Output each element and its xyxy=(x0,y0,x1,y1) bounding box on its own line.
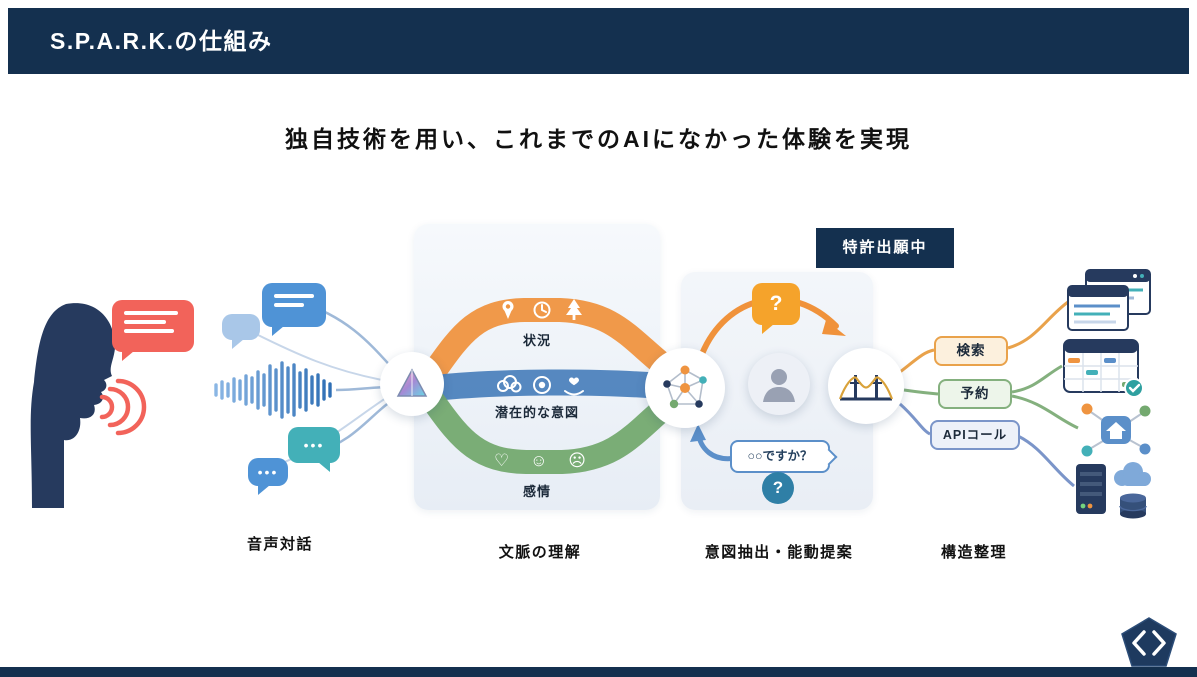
chat-bubble-icon xyxy=(262,283,326,336)
reserve-action-chip: 予約 xyxy=(938,379,1012,409)
band-label-emotion: 感情 xyxy=(522,484,551,499)
smiley-icon: ☺ xyxy=(530,451,548,470)
band-label-situation: 状況 xyxy=(522,333,551,348)
person-silhouette-icon xyxy=(30,303,116,508)
tree-icon xyxy=(566,299,582,320)
stage-label-structure: 構造整理 xyxy=(940,544,1007,561)
emotion-icons: ♡ ☺ ☹ xyxy=(494,449,586,473)
footer-bar xyxy=(0,667,1197,677)
thought-cloud-icon xyxy=(497,375,522,393)
prism-icon xyxy=(396,368,428,397)
bridge-icon xyxy=(838,375,894,401)
avatar xyxy=(748,353,810,415)
stage-label-context: 文脈の理解 xyxy=(498,544,582,561)
slide-subtitle: 独自技術を用い、これまでのAIになかった体験を実現 xyxy=(285,126,912,152)
small-dots-bubble-icon: ••• xyxy=(248,458,288,495)
question-bubble-icon: ? xyxy=(752,283,800,334)
question-mark-circle-icon: ? xyxy=(762,472,794,504)
server-cloud-database-icon xyxy=(1076,462,1151,519)
api-call-action-chip: APIコール xyxy=(930,420,1020,450)
waveform-icon xyxy=(214,361,332,419)
heart-icon: ♡ xyxy=(494,451,510,470)
proposal-question-bubble: ○○ですか？ xyxy=(730,440,830,473)
speech-lines xyxy=(112,300,194,344)
network-node xyxy=(645,348,725,428)
cloud-icon xyxy=(1114,462,1151,486)
network-graph-icon xyxy=(663,365,707,409)
intent-icons xyxy=(497,375,584,396)
page-title: S.P.A.R.K.の仕組み xyxy=(50,28,273,54)
sound-waves-icon xyxy=(99,378,147,436)
target-icon xyxy=(533,376,551,394)
band-label-intent: 潜在的な意図 xyxy=(494,405,579,420)
user-avatar-icon xyxy=(763,369,795,402)
situation-icons xyxy=(502,299,582,320)
stage-label-proposal: 意図抽出・能動提案 xyxy=(704,544,854,561)
patent-pending-badge: 特許出願中 xyxy=(816,228,954,268)
map-pin-icon xyxy=(502,301,514,319)
company-logo-icon xyxy=(1121,617,1177,667)
search-action-chip: 検索 xyxy=(934,336,1008,366)
bridge-node xyxy=(828,348,904,424)
small-chat-bubble-icon xyxy=(222,314,260,349)
sad-face-icon: ☹ xyxy=(568,451,586,470)
dots-bubble-icon: ••• xyxy=(288,427,340,472)
header-bar: S.P.A.R.K.の仕組み xyxy=(8,8,1189,74)
hand-heart-icon xyxy=(564,377,584,396)
browser-windows-icon xyxy=(1067,269,1151,331)
database-icon xyxy=(1119,493,1147,519)
stage-label-voice: 音声対話 xyxy=(246,536,313,553)
clock-icon xyxy=(533,301,551,319)
calendar-icon xyxy=(1063,339,1144,398)
smart-home-icon xyxy=(1081,403,1151,457)
speech-bubble-icon xyxy=(112,300,194,361)
